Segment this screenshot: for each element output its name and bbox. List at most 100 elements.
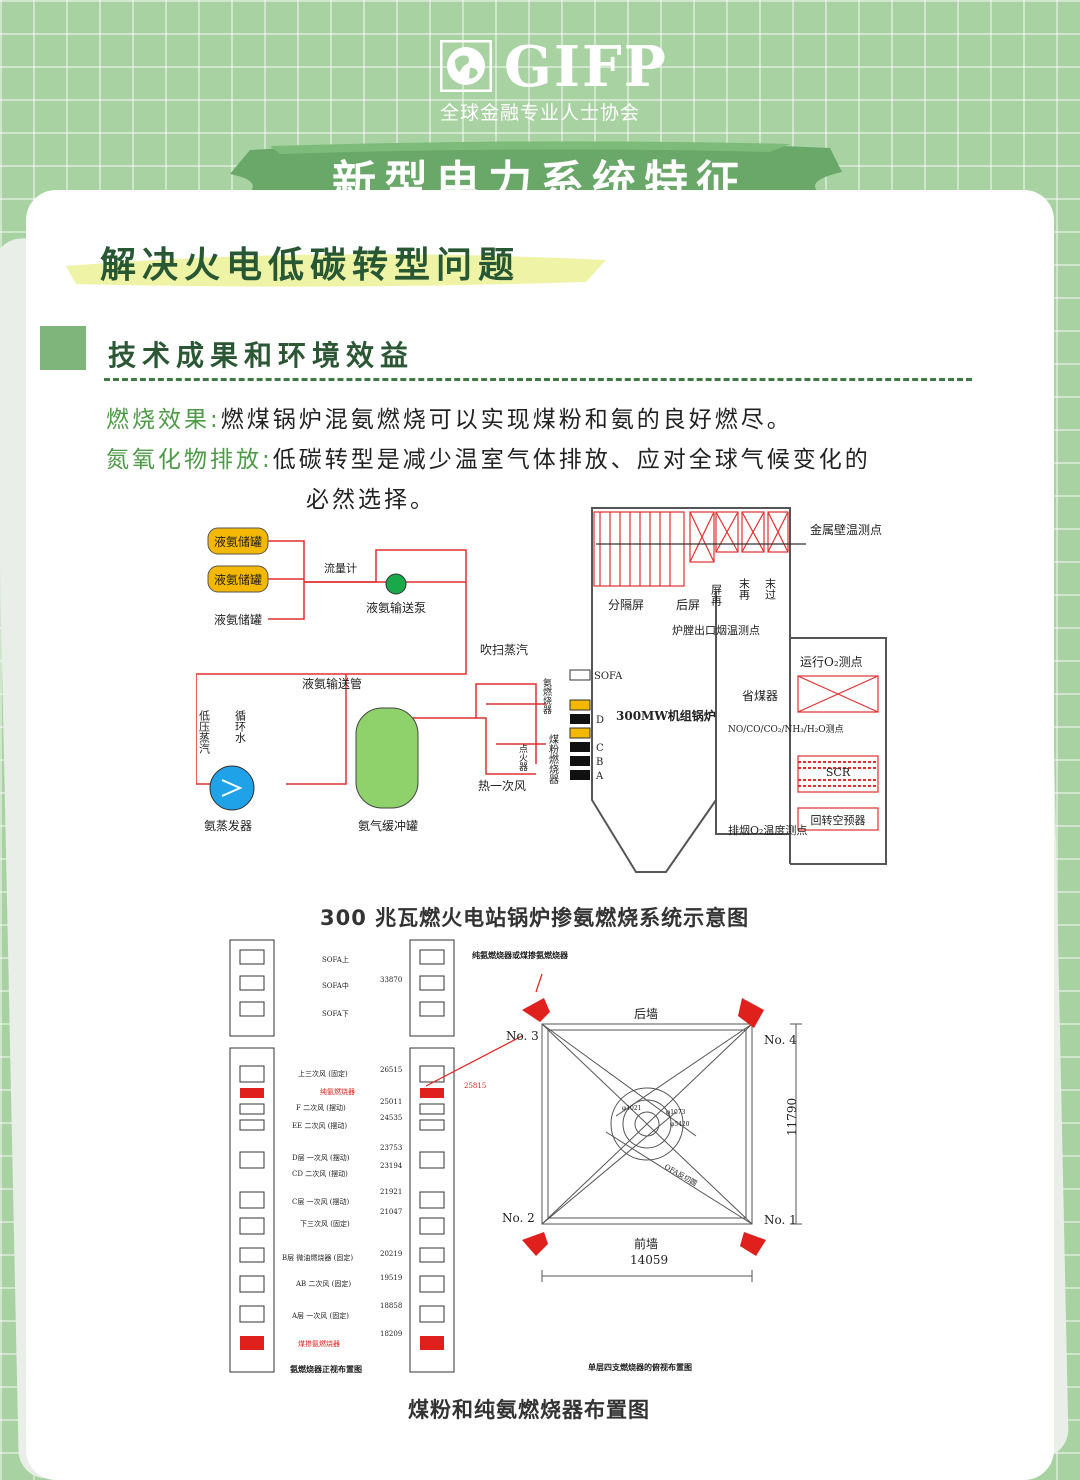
no4-label: No. 4	[764, 1033, 797, 1047]
elevation-label: 26515	[380, 1066, 402, 1074]
label-sofa-up: SOFA上	[322, 955, 349, 964]
section-divider	[104, 378, 972, 381]
screen-reheat-label: 屏再	[710, 584, 723, 607]
no3-label: No. 3	[506, 1029, 539, 1043]
coal-nh3-burner-left	[240, 1336, 264, 1350]
label-c1: C层 一次风 (摆动)	[292, 1197, 350, 1206]
outlet-label: 炉膛出口烟温测点	[672, 623, 760, 637]
paragraph-nox: 氮氧化物排放:低碳转型是减少温室气体排放、应对全球气候变化的	[106, 440, 871, 480]
globe-icon	[440, 40, 492, 92]
elevation-label: 23194	[380, 1162, 403, 1170]
paragraph-text: 燃煤锅炉混氨燃烧可以实现煤粉和氨的良好燃尽。	[220, 407, 793, 433]
label-cd2: CD 二次风 (摆动)	[292, 1169, 348, 1178]
rear-wall-label: 后墙	[634, 1007, 658, 1021]
evaporator-label: 氨蒸发器	[204, 818, 252, 833]
logo-subtitle: 全球金融专业人士协会	[440, 102, 641, 124]
front-layout-label: 氨燃烧器正视布置图	[290, 1364, 362, 1374]
layer-b: B	[596, 757, 603, 768]
elevation-label: 24535	[380, 1114, 402, 1122]
label-f2: F 二次风 (摆动)	[296, 1103, 346, 1112]
wall-temp-label: 金属壁温测点	[810, 522, 882, 537]
ignite-label: 点火器	[517, 744, 528, 771]
coal-nh3-burner-right	[420, 1336, 444, 1350]
paragraph-nox-cont: 必然选择。	[306, 487, 436, 513]
gas-label: NO/CO/CO₂/NH₃/H₂O测点	[728, 724, 844, 735]
economizer-box	[797, 675, 879, 713]
content-card	[26, 190, 1054, 1480]
coal-burner-label: 煤粉燃烧器	[547, 733, 559, 785]
burner-no1-icon	[740, 1232, 766, 1256]
highlight-stroke	[66, 254, 606, 287]
no1-label: No. 1	[764, 1213, 797, 1227]
elevation-label: 19519	[380, 1274, 402, 1282]
sofa-box	[569, 669, 591, 681]
label-a1: A层 一次风 (固定)	[291, 1311, 349, 1320]
pump-icon	[385, 573, 407, 595]
final-reheat-label: 末再	[738, 577, 751, 601]
pure-nh3-burner-left	[240, 1088, 264, 1098]
furnace-top-view	[541, 1023, 802, 1282]
width-label: 14059	[630, 1253, 668, 1267]
pipe-label: 液氨输送管	[302, 676, 362, 691]
ammonia-burner-label: 氨燃烧器	[541, 677, 552, 714]
layer-c: C	[596, 743, 604, 754]
tank-2-label: 液氨储罐	[214, 572, 262, 587]
no2-label: No. 2	[502, 1211, 535, 1225]
circle-1073: φ1073	[666, 1109, 686, 1116]
elevation-label: 18858	[380, 1302, 402, 1310]
layer-a: A	[595, 771, 604, 782]
paragraph-combustion: 燃烧效果:燃煤锅炉混氨燃烧可以实现煤粉和氨的良好燃尽。	[106, 400, 793, 440]
o2-label: 运行O₂测点	[800, 655, 863, 669]
burner-no3-icon	[522, 998, 550, 1022]
hot-air-label: 热一次风	[478, 779, 526, 793]
label-lower3: 下三次风 (固定)	[300, 1219, 350, 1228]
label-ee2: EE 二次风 (摆动)	[292, 1121, 347, 1130]
label-b-oil: B层 微油燃烧器 (固定)	[282, 1253, 353, 1262]
depth-label: 11790	[785, 1098, 799, 1136]
logo: GIFP 全球金融专业人士协会	[440, 34, 670, 126]
paragraph-label: 氮氧化物排放:	[106, 447, 273, 473]
tank-1-label: 液氨储罐	[214, 534, 262, 549]
label-ab2: AB 二次风 (固定)	[295, 1279, 351, 1288]
sofa-label: SOFA	[594, 671, 623, 682]
rear-label: 后屏	[676, 598, 700, 612]
label-d1: D层 一次风 (摆动)	[292, 1153, 350, 1162]
preheater-label: 回转空预器	[811, 813, 866, 827]
front-wall-label: 前墙	[634, 1236, 658, 1251]
purge-label: 吹扫蒸汽	[480, 642, 528, 657]
logo-text: GIFP	[504, 34, 668, 100]
elevation-label: 33870	[380, 976, 402, 984]
boiler-label: 300MW机组锅炉	[616, 708, 716, 723]
scr-label: SCR	[826, 766, 851, 779]
evaporator-icon	[209, 765, 255, 811]
highlight-heading: 解决火电低碳转型问题	[100, 245, 521, 286]
elevation-label: 18209	[380, 1330, 402, 1338]
preheater-box	[797, 807, 879, 831]
elevation-labels: 33870 26515 25815 25011 24535 23753 23194 21921…	[380, 976, 486, 1338]
paragraph-label: 燃烧效果:	[106, 407, 221, 433]
final-super-label: 末过	[764, 577, 777, 600]
elevation-label: 23753	[380, 1144, 402, 1152]
top-view-label: 单层四支燃烧器的俯视布置图	[588, 1362, 692, 1372]
elevation-label: 25011	[380, 1098, 402, 1106]
piping	[196, 540, 546, 785]
paragraph-text: 低碳转型是减少温室气体排放、应对全球气候变化的	[272, 447, 871, 473]
section-marker	[40, 326, 86, 370]
ammonia-system-diagram: 液氨储罐 液氨储罐 液氨储罐 流量计 液氨输送泵 吹扫蒸汽 液氨输送管 低压蒸汽…	[196, 507, 887, 873]
circle-5420: φ5420	[670, 1121, 690, 1128]
section-title: 技术成果和环境效益	[108, 339, 415, 372]
buffer-label: 氨气缓冲罐	[358, 818, 418, 833]
low-pressure-label: 低压蒸汽	[198, 710, 211, 754]
label-sofa-low: SOFA下	[322, 1010, 349, 1018]
label-coal-nh3: 煤掺氨燃烧器	[298, 1339, 340, 1348]
layer-d: D	[596, 715, 604, 726]
elevation-label: 21921	[380, 1188, 402, 1196]
superheater-panels	[593, 511, 789, 587]
diagram2-caption: 煤粉和纯氨燃烧器布置图	[408, 1398, 650, 1422]
elevation-label: 25815	[464, 1082, 486, 1090]
tank-3-label: 液氨储罐	[214, 612, 262, 627]
economizer-label: 省煤器	[742, 689, 778, 703]
circle-1021: φ1021	[622, 1105, 641, 1112]
burner-no2-icon	[522, 1232, 548, 1256]
flowmeter-label: 流量计	[324, 561, 357, 575]
